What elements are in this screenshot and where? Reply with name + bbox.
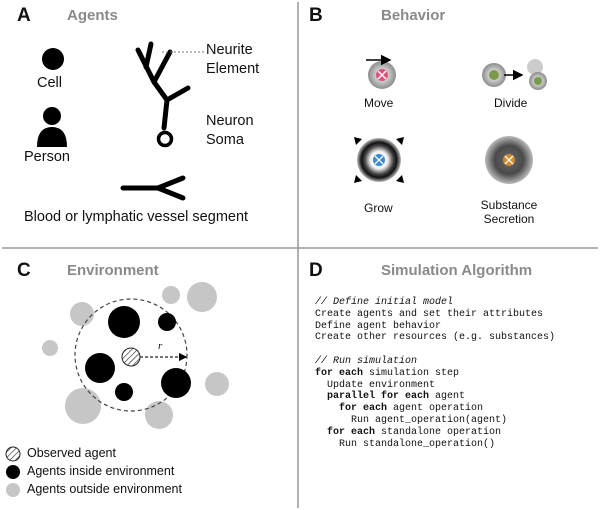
legend-inside-marker [6, 465, 20, 479]
code-text: Update environment [315, 379, 436, 391]
panel-a-letter: A [17, 5, 31, 26]
neuron-icon [135, 41, 191, 148]
code-text: Create other resources (e.g. substances) [315, 332, 556, 344]
move-agent-icon [366, 54, 396, 89]
legend-outside-label: Agents outside environment [27, 482, 182, 496]
code-line: Run standalone_operation() [315, 439, 555, 451]
panel-d-title: Simulation Algorithm [381, 262, 533, 279]
legend-outside-marker [6, 483, 20, 497]
code-line: Create other resources (e.g. substances) [315, 332, 555, 344]
vessel-label: Blood or lymphatic vessel segment [24, 209, 249, 225]
substance-secretion-icon [485, 136, 533, 184]
legend-observed-marker [5, 446, 21, 462]
divide-label: Divide [494, 96, 528, 110]
code-line: for each standalone operation [315, 427, 555, 439]
substance-label: Substance [480, 198, 538, 212]
panel-c-title: Environment [67, 262, 159, 279]
code-text: simulation step [363, 367, 460, 379]
code-line: Update environment [315, 380, 555, 392]
code-text: agent [429, 391, 466, 403]
code-comment: // Run simulation [315, 355, 418, 367]
code-text: Create agents and set their attributes [315, 308, 544, 320]
code-text: Run agent_operation(agent) [315, 414, 508, 426]
code-line: // Define initial model [315, 297, 555, 309]
cell-label: Cell [37, 75, 62, 91]
code-text: Run standalone_operation() [315, 438, 496, 450]
panel-c-letter: C [17, 260, 31, 281]
code-line: // Run simulation [315, 356, 555, 368]
code-line: parallel for each agent [315, 391, 555, 403]
code-line: Define agent behavior [315, 321, 555, 333]
code-line: for each agent operation [315, 403, 555, 415]
code-line: Create agents and set their attributes [315, 309, 555, 321]
panel-b-letter: B [309, 5, 323, 26]
cell-icon [42, 48, 64, 70]
neuron-label: Neuron [206, 113, 254, 129]
panel-b-title: Behavior [381, 7, 446, 24]
code-text [315, 427, 327, 438]
code-keyword: for each [315, 367, 364, 379]
code-text: agent operation [387, 403, 484, 415]
element-label: Element [206, 61, 260, 77]
code-line: Run agent_operation(agent) [315, 415, 555, 427]
code-keyword: for each [327, 426, 376, 438]
legend-observed-label: Observed agent [27, 446, 116, 460]
code-keyword: for each [339, 403, 388, 415]
divide-agent-icon [482, 59, 547, 90]
move-label: Move [364, 96, 394, 110]
grow-agent-icon [354, 137, 404, 183]
code-text [315, 391, 327, 402]
code-keyword: parallel for each [327, 391, 430, 403]
observed-agent [121, 347, 141, 367]
code-text [315, 403, 339, 414]
code-text: standalone operation [375, 426, 502, 438]
neurite-label: Neurite [206, 42, 253, 58]
code-line: for each simulation step [315, 368, 555, 380]
soma-label: Soma [206, 132, 244, 148]
code-comment: // Define initial model [315, 297, 454, 308]
secretion-label: Secretion [483, 212, 535, 226]
inside-agents [85, 306, 191, 401]
panel-d-letter: D [309, 260, 323, 281]
code-text: Define agent behavior [315, 320, 442, 332]
panel-a-title: Agents [67, 7, 118, 24]
person-icon [37, 107, 67, 147]
legend-inside-label: Agents inside environment [27, 464, 175, 478]
code-line [315, 344, 555, 356]
person-label: Person [24, 149, 70, 165]
radius-label: r [158, 340, 163, 352]
vessel-segment-icon [120, 175, 186, 201]
grow-label: Grow [364, 201, 393, 215]
